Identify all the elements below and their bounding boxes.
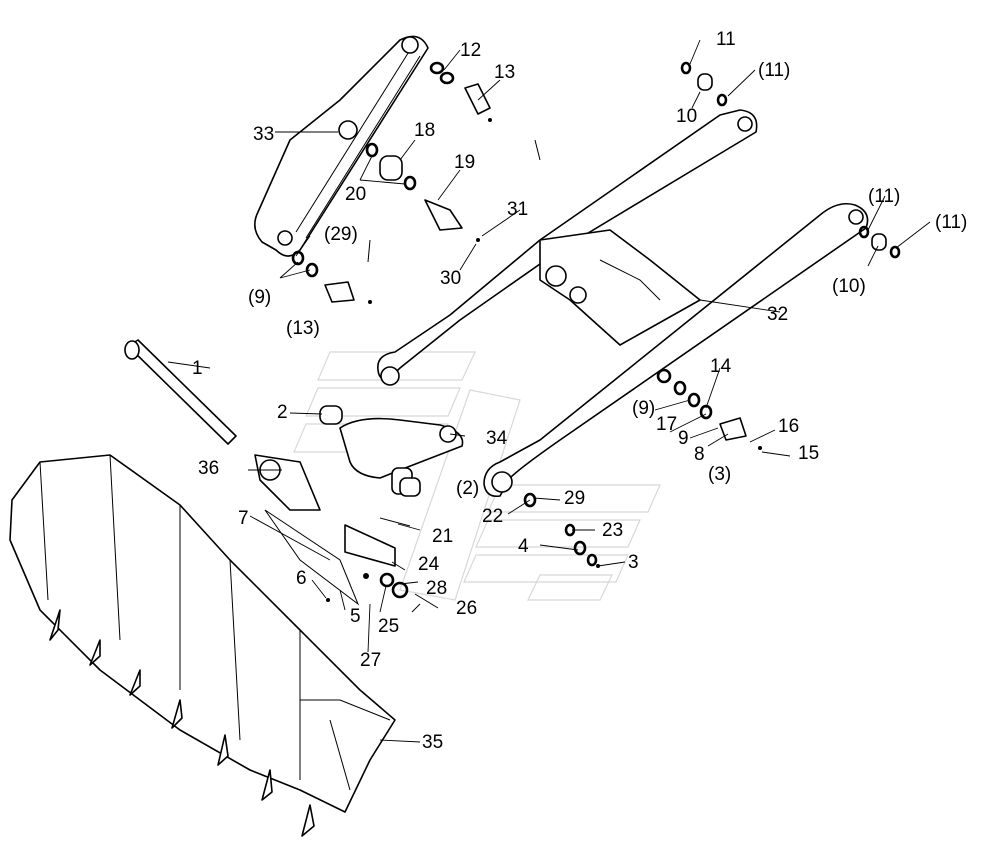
label-19: 19 — [454, 152, 475, 173]
label-16: 16 — [778, 416, 799, 437]
label-9-ref-b: (9) — [248, 287, 271, 308]
label-11-ref-c: (11) — [935, 212, 967, 233]
label-32: 32 — [767, 304, 788, 325]
label-35: 35 — [422, 732, 443, 753]
label-4: 4 — [518, 536, 529, 557]
cross-tube — [539, 229, 701, 346]
label-14: 14 — [710, 356, 732, 377]
label-9: 9 — [678, 428, 689, 449]
label-23: 23 — [602, 520, 623, 541]
bucket-35 — [9, 454, 396, 837]
label-29: 29 — [564, 488, 585, 509]
label-25: 25 — [378, 616, 399, 637]
link-plate-33 — [254, 35, 429, 257]
label-11-ref-a: (11) — [758, 60, 790, 81]
label-15: 15 — [798, 443, 819, 464]
label-26: 26 — [456, 598, 477, 619]
label-34: 34 — [486, 428, 508, 449]
label-33: 33 — [253, 124, 274, 145]
label-21: 21 — [432, 526, 453, 547]
label-36: 36 — [198, 458, 219, 479]
part-labels: 1 2 (2) 3 (3) 4 5 6 7 8 9 (9) (9) 10 (10… — [192, 29, 967, 753]
label-3: 3 — [628, 552, 639, 573]
label-2: 2 — [277, 402, 288, 423]
label-24: 24 — [418, 554, 440, 575]
label-7: 7 — [238, 508, 249, 529]
label-13-ref: (13) — [286, 318, 320, 339]
label-31: 31 — [507, 199, 528, 220]
label-28: 28 — [426, 578, 447, 599]
label-29-ref: (29) — [324, 224, 358, 245]
label-12: 12 — [460, 40, 481, 61]
label-30: 30 — [440, 268, 461, 289]
label-2-ref: (2) — [456, 478, 479, 499]
label-8: 8 — [694, 444, 705, 465]
label-9-ref-a: (9) — [632, 398, 655, 419]
pin-1 — [124, 339, 237, 445]
pivot-block-36 — [254, 454, 321, 511]
label-11-ref-b: (11) — [868, 186, 900, 207]
label-5: 5 — [350, 606, 361, 627]
label-18: 18 — [414, 120, 435, 141]
label-6: 6 — [296, 568, 307, 589]
label-10-ref: (10) — [832, 276, 866, 297]
small-parts — [264, 61, 901, 609]
label-1: 1 — [192, 358, 203, 379]
label-3-ref: (3) — [708, 464, 731, 485]
label-27: 27 — [360, 650, 381, 671]
label-11: 11 — [716, 29, 736, 50]
label-22: 22 — [482, 506, 503, 527]
label-20: 20 — [345, 184, 366, 205]
leader-lines — [167, 39, 931, 743]
label-17: 17 — [656, 414, 677, 435]
label-13: 13 — [494, 62, 515, 83]
label-10: 10 — [676, 106, 697, 127]
